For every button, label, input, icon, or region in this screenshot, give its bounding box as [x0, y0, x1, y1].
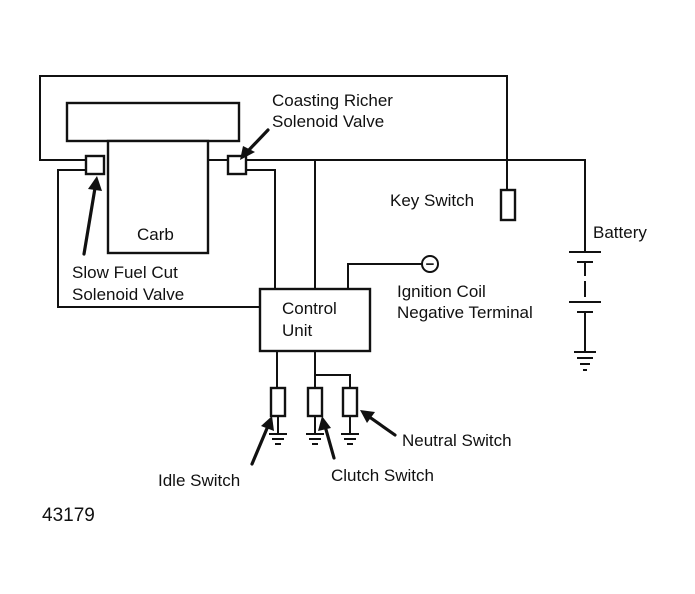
neutral-arrow-icon — [360, 410, 397, 437]
coasting-label-line2: Solenoid Valve — [272, 112, 384, 131]
air-cleaner-block — [65, 101, 241, 143]
slow-fuel-arrow-icon — [82, 176, 102, 256]
key-switch-symbol — [499, 188, 517, 222]
idle-switch-label: Idle Switch — [158, 471, 240, 490]
wire-control-to-ignition — [347, 263, 423, 290]
coasting-richer-solenoid — [226, 154, 248, 176]
ignition-label-line1: Ignition Coil — [397, 282, 486, 301]
clutch-switch-label: Clutch Switch — [331, 466, 434, 485]
wire-coasting-to-control — [245, 169, 276, 290]
carb-label: Carb — [137, 225, 174, 244]
ignition-terminal-icon — [421, 255, 439, 273]
idle-ground-icon — [269, 415, 287, 445]
clutch-ground-icon — [306, 415, 324, 445]
slow-fuel-label-line2: Solenoid Valve — [72, 285, 184, 304]
coasting-arrow-icon — [240, 128, 270, 160]
coasting-label-line1: Coasting Richer — [272, 91, 393, 110]
key-switch-label: Key Switch — [390, 191, 474, 210]
neutral-switch-label: Neutral Switch — [402, 431, 512, 450]
idle-arrow-icon — [250, 416, 274, 466]
clutch-switch-symbol — [306, 386, 324, 418]
wire-slow-fuel-to-control — [57, 169, 261, 308]
ignition-label-line2: Negative Terminal — [397, 303, 533, 322]
idle-switch-symbol — [269, 386, 287, 418]
wire-clutch-neutral — [314, 350, 351, 389]
battery-symbol — [569, 251, 601, 353]
control-unit-label-line2: Unit — [282, 321, 313, 340]
control-unit-label-line1: Control — [282, 299, 337, 318]
ignition-terminal-symbol: − — [426, 256, 435, 273]
neutral-ground-icon — [341, 415, 359, 445]
battery-label: Battery — [593, 223, 647, 242]
neutral-switch-symbol — [341, 386, 359, 418]
battery-ground-icon — [574, 351, 596, 371]
slow-fuel-label-line1: Slow Fuel Cut — [72, 263, 178, 282]
slow-fuel-cut-solenoid — [84, 154, 106, 176]
wire-top-loop — [39, 75, 508, 166]
figure-number: 43179 — [42, 505, 95, 526]
clutch-arrow-icon — [318, 416, 336, 460]
carb-body — [106, 139, 210, 255]
